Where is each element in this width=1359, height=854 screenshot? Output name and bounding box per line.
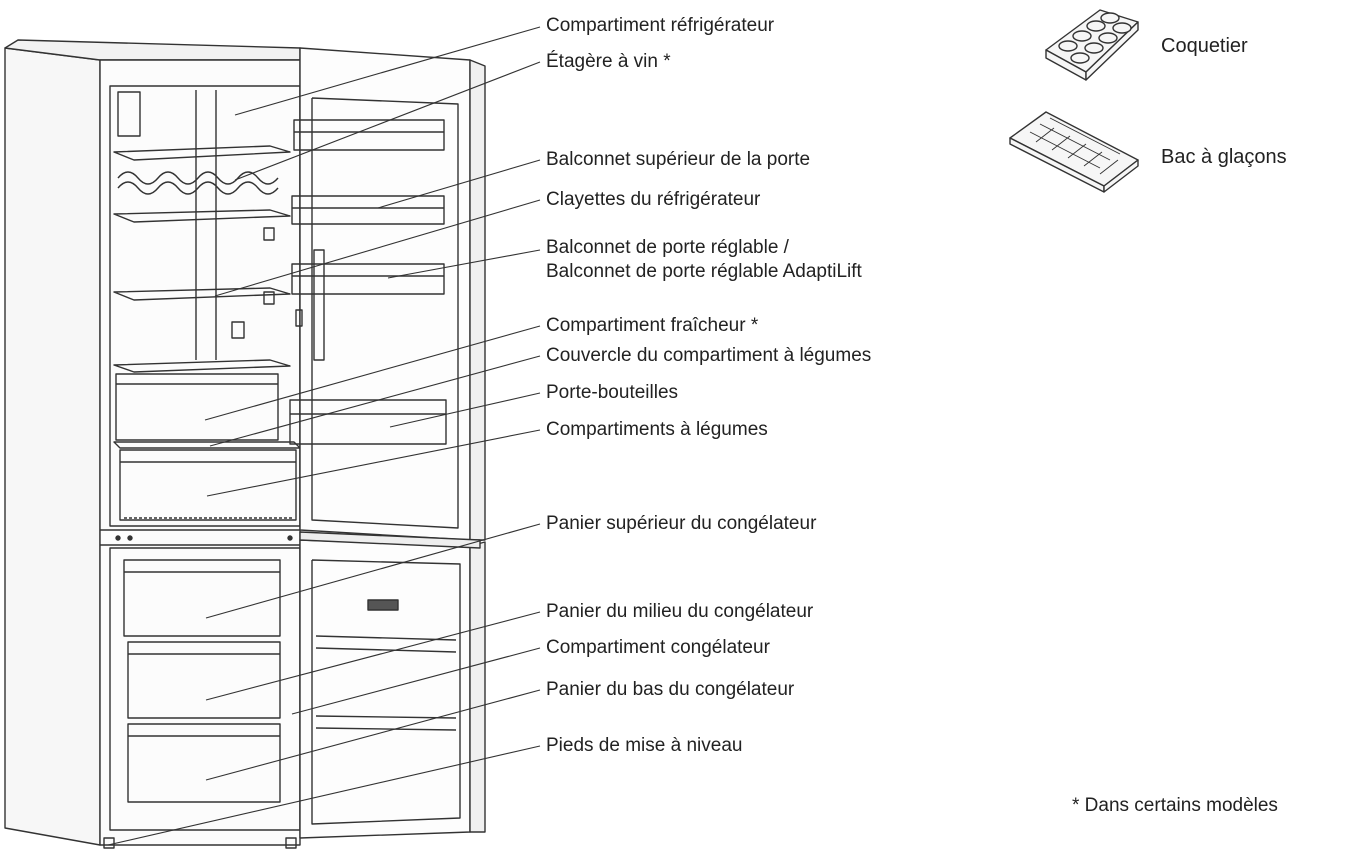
freezer-baskets-drawing: [103, 559, 297, 849]
leader-lines: [107, 26, 541, 846]
adjustable-door-balcony-adaptilift-label: Balconnet de porte réglable AdaptiLift: [546, 261, 862, 282]
ice-tray-label: Bac à glaçons: [1161, 146, 1287, 168]
egg-tray-label: Coquetier: [1161, 35, 1248, 57]
fridge-shelves-drawing: [113, 145, 291, 373]
leveling-feet-label: Pieds de mise à niveau: [546, 735, 743, 756]
lower-door-drawing: [299, 531, 486, 839]
fridge-shelves-label: Clayettes du réfrigérateur: [546, 189, 761, 210]
freezer-bottom-basket-label: Panier du bas du congélateur: [546, 679, 795, 700]
fridge-compartment-label: Compartiment réfrigérateur: [546, 15, 775, 36]
egg-tray-drawing: [1045, 9, 1139, 81]
ice-tray-drawing: [1009, 111, 1139, 193]
bottle-holder-label: Porte-bouteilles: [546, 382, 679, 403]
wine-shelf-label: Étagère à vin *: [546, 51, 671, 72]
adjustable-door-balcony-label: Balconnet de porte réglable /: [546, 237, 789, 258]
crisper-cover-label: Couvercle du compartiment à légumes: [546, 345, 872, 366]
freezer-middle-basket-label: Panier du milieu du congélateur: [546, 601, 814, 622]
footnote: * Dans certains modèles: [1072, 795, 1278, 816]
freshness-compartment-label: Compartiment fraîcheur *: [546, 315, 759, 336]
fridge-cabinet: [4, 39, 301, 846]
upper-door-drawing: [289, 47, 486, 541]
freezer-compartment-label: Compartiment congélateur: [546, 637, 770, 658]
upper-door-balcony-label: Balconnet supérieur de la porte: [546, 149, 811, 170]
crisper-drawers-label: Compartiments à légumes: [546, 419, 768, 440]
freezer-upper-basket-label: Panier supérieur du congélateur: [546, 513, 817, 534]
